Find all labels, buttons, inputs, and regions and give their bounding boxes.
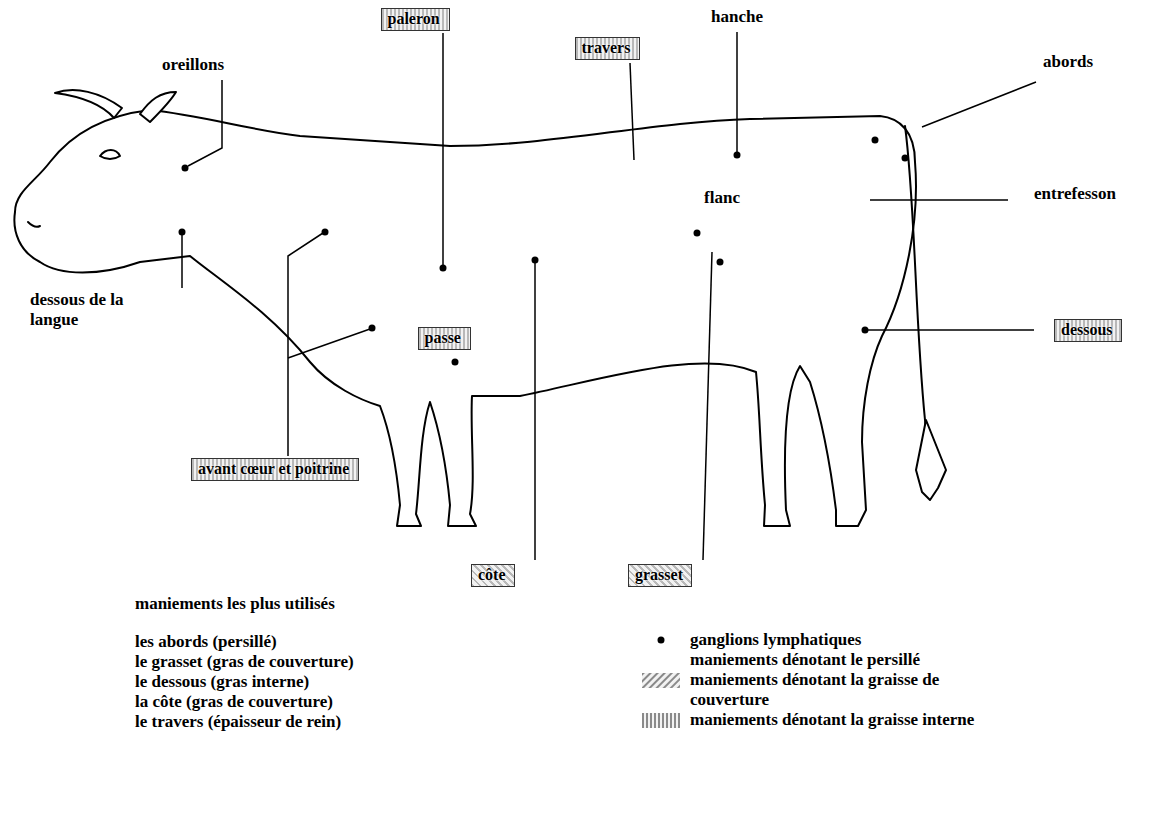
box-label: dessous xyxy=(1061,320,1115,339)
box-label: grasset xyxy=(635,565,685,584)
box-label: paleron xyxy=(388,9,443,28)
cow-ear xyxy=(140,92,176,122)
part-name: hanche xyxy=(711,7,763,27)
leader-line xyxy=(922,82,1036,127)
lymph-node-dot xyxy=(532,257,539,264)
lymph-node-dot xyxy=(872,137,879,144)
lymph-node-dot xyxy=(452,359,459,366)
leader-line xyxy=(181,232,183,288)
legend-text: maniements dénotant la graisse de couver… xyxy=(690,670,1010,710)
legend-swatch xyxy=(638,710,684,730)
leader-line xyxy=(188,80,222,166)
leader-line xyxy=(534,262,536,560)
handling-spot-box: passe xyxy=(418,327,471,350)
cow-nostril xyxy=(28,222,40,227)
lymph-node-dot xyxy=(717,259,724,266)
leader-line xyxy=(703,252,712,560)
part-name: dessous de la langue xyxy=(30,290,130,330)
legend-text: ganglions lymphatiques xyxy=(690,630,861,650)
lymph-node-dot xyxy=(734,152,741,159)
lymph-node-dot xyxy=(322,229,329,236)
cow-tail-tuft xyxy=(916,420,946,500)
list-item: le dessous (gras interne) xyxy=(135,672,309,692)
lymph-node-dot xyxy=(862,327,869,334)
box-label: avant cœur et poitrine xyxy=(198,459,352,478)
box-label: travers xyxy=(582,38,633,57)
legend-swatch xyxy=(638,630,684,650)
lymph-node-dot xyxy=(369,325,376,332)
cow-body xyxy=(14,110,916,526)
handling-spot-box: paleron xyxy=(381,8,450,31)
cow-eye xyxy=(100,150,120,159)
handling-spot-box: grasset xyxy=(628,564,692,587)
lymph-node-dot xyxy=(694,230,701,237)
handling-spot-box: côte xyxy=(471,564,515,587)
cow-tail xyxy=(905,126,929,468)
leader-line xyxy=(630,63,634,160)
list-item: le grasset (gras de couverture) xyxy=(135,652,354,672)
part-name: flanc xyxy=(704,188,740,208)
legend-text: maniements dénotant la graisse interne xyxy=(690,710,974,730)
leader-line xyxy=(870,199,1008,201)
lymph-node-dot xyxy=(182,165,189,172)
list-item: les abords (persillé) xyxy=(135,632,277,652)
handling-spot-box: travers xyxy=(575,37,640,60)
list-item: la côte (gras de couverture) xyxy=(135,692,333,712)
box-label: passe xyxy=(425,328,464,347)
legend-hatch xyxy=(642,673,680,688)
part-name: abords xyxy=(1043,52,1093,72)
legend-swatch xyxy=(638,670,684,690)
legend-dot xyxy=(658,637,665,644)
handling-spot-box: avant cœur et poitrine xyxy=(191,458,359,481)
leader-line xyxy=(288,233,323,456)
cow-horn xyxy=(55,90,122,118)
legend-hatch xyxy=(642,713,680,728)
leader-line xyxy=(288,329,370,358)
leader-line xyxy=(865,329,1034,331)
lymph-node-dot xyxy=(902,155,909,162)
list-item: le travers (épaisseur de rein) xyxy=(135,712,341,732)
lymph-node-dot xyxy=(440,265,447,272)
part-name: entrefesson xyxy=(1034,184,1116,204)
part-name: oreillons xyxy=(162,55,224,75)
legend-swatch xyxy=(638,650,684,670)
leader-line xyxy=(736,32,738,153)
handling-spot-box: dessous xyxy=(1054,319,1122,342)
legend-text: maniements dénotant le persillé xyxy=(690,650,920,670)
lymph-node-dot xyxy=(179,229,186,236)
list-heading: maniements les plus utilisés xyxy=(135,594,335,614)
leader-line xyxy=(442,33,444,266)
box-label: côte xyxy=(478,565,508,584)
